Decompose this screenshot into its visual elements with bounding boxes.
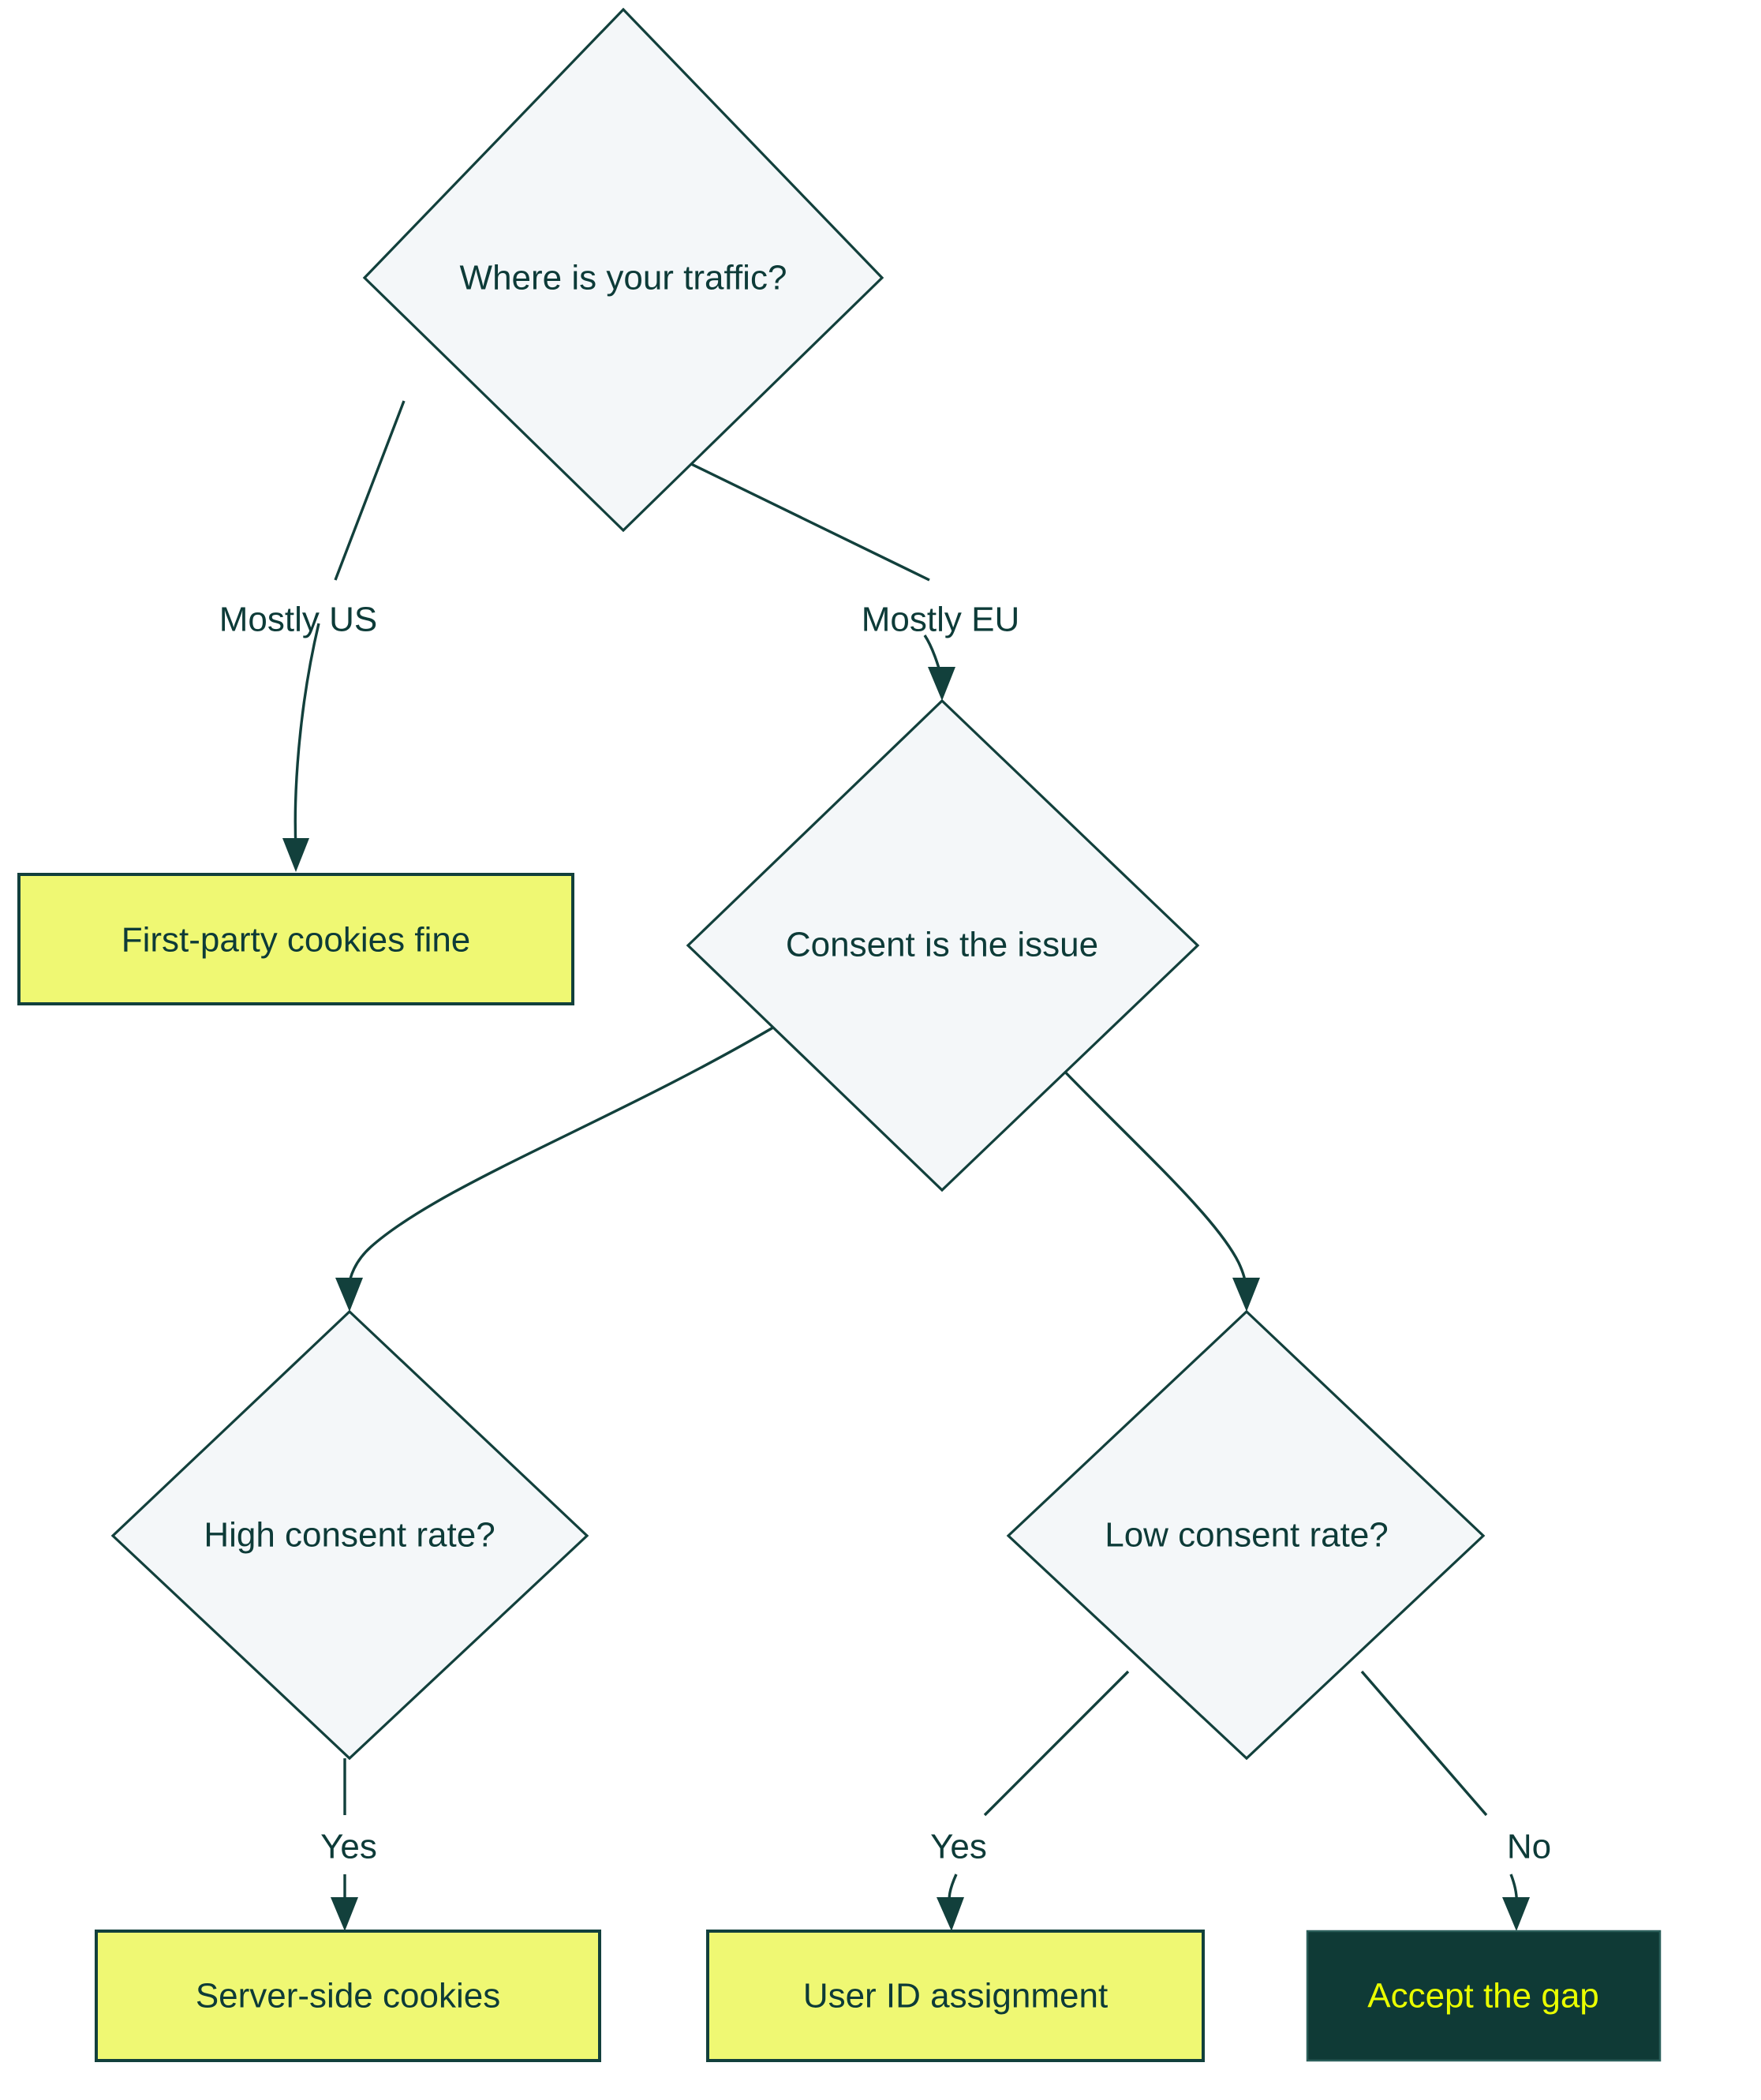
decision-diamond-shape[interactable] [110,1309,589,1761]
edge-path-line [347,1024,778,1289]
arrowhead-icon [282,838,309,872]
edge-traffic-to-us-cookies [282,400,406,872]
arrowhead-icon [335,1278,363,1312]
arrowhead-icon [928,667,955,701]
edge-low-rate-to-accept-gap [1360,1670,1530,1931]
edge-segment-upper [334,400,406,581]
edge-label-low-rate-yes: Yes [930,1828,987,1866]
arrowhead-icon [331,1897,358,1931]
node-where-is-your-traffic[interactable]: Where is your traffic? [362,7,884,533]
decision-diamond-shape[interactable] [362,7,884,533]
edge-label-mostly-us: Mostly US [219,601,377,639]
node-first-party-cookies-fine[interactable]: First-party cookies fine [17,873,574,1005]
arrowhead-icon [1232,1278,1260,1312]
node-label-server-side-cookies: Server-side cookies [196,1977,500,2016]
edge-path-line [1053,1060,1247,1289]
edge-high-rate-to-server-side [331,1758,358,1931]
edge-consent-to-high-rate [335,1024,778,1312]
edge-segment-upper [1360,1670,1488,1817]
arrowhead-icon [937,1897,964,1931]
arrowhead-icon [1502,1897,1530,1931]
edge-segment-lower [294,623,320,849]
edge-segment-upper [983,1670,1130,1817]
decision-diamond-shape[interactable] [1006,1309,1486,1761]
node-label-user-id-assignment: User ID assignment [803,1977,1108,2016]
node-high-consent-rate[interactable]: High consent rate? [110,1309,589,1761]
node-server-side-cookies[interactable]: Server-side cookies [95,1930,601,2062]
terminal-box-shape[interactable] [706,1930,1205,2062]
node-label-first-party-cookies-fine: First-party cookies fine [122,921,471,960]
node-label-consent-is-the-issue: Consent is the issue [786,926,1098,964]
node-consent-is-the-issue[interactable]: Consent is the issue [686,698,1200,1192]
edge-label-low-rate-no: No [1507,1828,1551,1866]
node-label-low-consent-rate: Low consent rate? [1105,1516,1389,1555]
node-label-where-is-your-traffic: Where is your traffic? [460,259,787,298]
node-label-accept-the-gap: Accept the gap [1367,1977,1599,2016]
decision-diamond-shape[interactable] [686,698,1200,1192]
terminal-box-shape[interactable] [95,1930,601,2062]
edge-consent-to-low-rate [1053,1060,1260,1312]
node-accept-the-gap[interactable]: Accept the gap [1306,1930,1662,2062]
node-label-high-consent-rate: High consent rate? [204,1516,495,1555]
node-low-consent-rate[interactable]: Low consent rate? [1006,1309,1486,1761]
terminal-box-shape[interactable] [17,873,574,1005]
edge-label-mostly-eu: Mostly EU [862,601,1019,639]
edge-label-high-rate-yes: Yes [320,1828,377,1866]
edge-low-rate-to-user-id [937,1670,1130,1931]
node-user-id-assignment[interactable]: User ID assignment [706,1930,1205,2062]
terminal-box-shape[interactable] [1306,1930,1662,2062]
